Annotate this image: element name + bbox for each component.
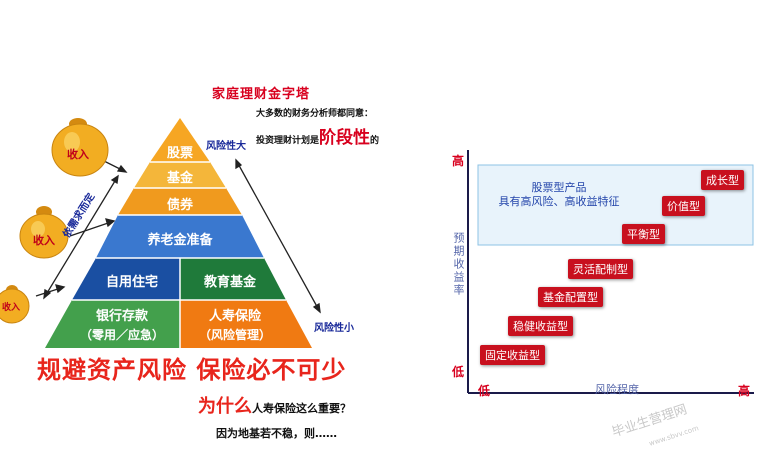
income-label: 收入 bbox=[67, 148, 89, 161]
layer-label-insurance: 人寿保险 bbox=[208, 309, 261, 324]
product-growth: 成长型 bbox=[701, 170, 744, 190]
pyramid-layer-savings bbox=[45, 300, 180, 348]
because-text: 因为地基若不稳，则…… bbox=[216, 427, 337, 440]
pyramid-title: 家庭理财金字塔 bbox=[212, 87, 311, 102]
money-bag-icon bbox=[51, 118, 109, 177]
product-balanced: 平衡型 bbox=[622, 224, 665, 244]
income-label: 收入 bbox=[2, 303, 21, 313]
y-high-label: 高 bbox=[452, 154, 465, 168]
y-low-label: 低 bbox=[452, 365, 465, 379]
layer-label-funds: 基金 bbox=[166, 171, 193, 186]
x-low-label: 低 bbox=[478, 384, 491, 398]
why-rest: 人寿保险这么重要？ bbox=[252, 402, 351, 415]
pyramid-layer-bonds bbox=[118, 188, 242, 215]
pyramid-subtitle-line2: 投资理财计划是阶段性的 bbox=[256, 123, 379, 148]
layer-sub-savings: （零用／应急） bbox=[79, 328, 164, 342]
pyramid-layer-housing bbox=[72, 258, 180, 300]
pyramid-layer-funds bbox=[134, 162, 226, 188]
income-arrows bbox=[35, 159, 128, 297]
layer-label-education: 教育基金 bbox=[203, 275, 256, 290]
layer-label-housing: 自用住宅 bbox=[105, 275, 158, 290]
subtitle-emphasis: 阶段性 bbox=[319, 128, 371, 148]
subtitle-prefix: 投资理财计划是 bbox=[256, 136, 320, 146]
risk-high-label: 风险性大 bbox=[206, 141, 246, 152]
product-fund-allocation: 基金配置型 bbox=[538, 287, 603, 307]
subtitle-suffix: 的 bbox=[370, 136, 380, 146]
layer-sub-insurance: （风险管理） bbox=[198, 328, 271, 342]
why-emphasis: 为什么 bbox=[198, 396, 252, 417]
risk-low-label: 风险性小 bbox=[314, 323, 354, 334]
stock-area-line1: 股票型产品 bbox=[531, 181, 587, 194]
layer-label-stocks: 股票 bbox=[166, 146, 193, 161]
layer-label-pension: 养老金准备 bbox=[147, 233, 213, 248]
product-steady-income: 稳健收益型 bbox=[508, 316, 573, 336]
product-fixed-income: 固定收益型 bbox=[480, 345, 545, 365]
stock-area-line2: 具有高风险、高收益特征 bbox=[498, 195, 620, 208]
x-axis-label: 风险程度 bbox=[595, 383, 639, 396]
pyramid-layer-insurance bbox=[180, 300, 312, 348]
stock-area-text: 股票型产品 具有高风险、高收益特征 bbox=[484, 181, 634, 209]
pyramid-subtitle-line1: 大多数的财务分析师都同意： bbox=[256, 109, 374, 119]
layer-label-bonds: 债券 bbox=[166, 198, 193, 213]
pyramid-layer-pension bbox=[96, 215, 264, 258]
risk-arrow bbox=[235, 158, 321, 314]
product-flexible: 灵活配制型 bbox=[568, 259, 633, 279]
product-value: 价值型 bbox=[662, 196, 705, 216]
layer-label-savings: 银行存款 bbox=[95, 309, 148, 324]
why-question: 为什么人寿保险这么重要？ bbox=[198, 392, 351, 418]
pyramid bbox=[45, 118, 312, 348]
x-high-label: 高 bbox=[738, 384, 751, 398]
money-bag-icon bbox=[0, 285, 30, 324]
pyramid-layer-stocks bbox=[150, 118, 210, 162]
income-label: 收入 bbox=[33, 234, 55, 247]
pyramid-layer-education bbox=[180, 258, 286, 300]
money-bag-icon bbox=[19, 206, 69, 259]
y-axis-label: 预期收益率 bbox=[452, 232, 465, 297]
slogan: 规避资产风险 保险必不可少 bbox=[37, 356, 347, 384]
dependency-arrow bbox=[43, 174, 119, 300]
